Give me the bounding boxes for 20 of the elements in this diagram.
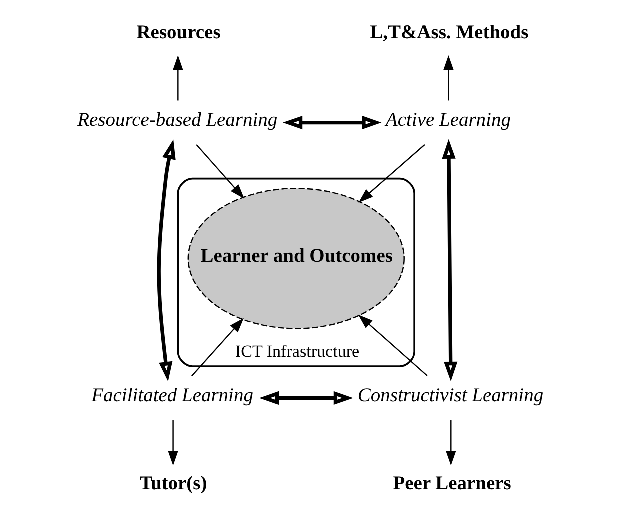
node-text: Active Learning: [386, 110, 511, 132]
arrow: [168, 420, 178, 466]
arrow: [358, 314, 428, 376]
arrow: [173, 56, 184, 101]
arrow: [358, 144, 426, 203]
node-text: Facilitated Learning: [92, 386, 254, 407]
node-text: Peer Learners: [393, 473, 512, 494]
node-text: Resource-based Learning: [78, 110, 278, 132]
node-text: L,T&Ass. Methods: [370, 22, 529, 44]
arrow: [259, 391, 354, 406]
node-text: Tutor(s): [140, 473, 208, 494]
arrow: [192, 318, 244, 377]
arrow: [446, 420, 456, 466]
node-text: Constructivist Learning: [358, 386, 544, 407]
arrow: [157, 140, 176, 382]
node-text: Resources: [136, 22, 221, 44]
arrow: [442, 139, 458, 382]
arrow: [283, 116, 382, 130]
arrow: [444, 56, 454, 101]
arrow: [196, 144, 245, 199]
